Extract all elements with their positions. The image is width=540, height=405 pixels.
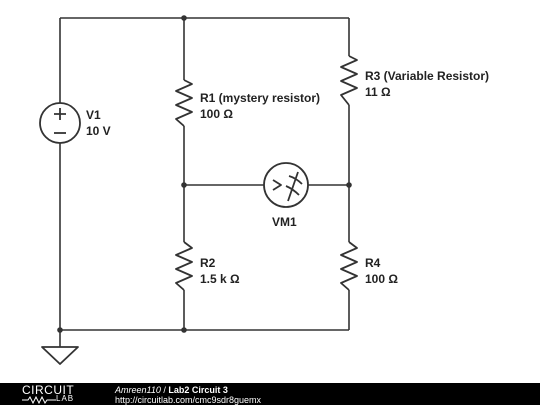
junction-bottom-middle (181, 327, 187, 333)
circuit-title: Lab2 Circuit 3 (168, 385, 228, 395)
r2-value-label: 1.5 k Ω (200, 272, 240, 286)
v1-name-label: V1 (86, 108, 101, 122)
r4-value-label: 100 Ω (365, 272, 398, 286)
r1-value-label: 100 Ω (200, 107, 233, 121)
resistor-r2[interactable]: R2 1.5 k Ω (175, 241, 240, 291)
vm1-name-label: VM1 (272, 215, 297, 229)
logo-wordmark-bottom: LAB (56, 394, 75, 403)
r1-name-label: R1 (mystery resistor) (200, 91, 320, 105)
voltage-source-v1[interactable]: V1 10 V (39, 102, 111, 144)
resistor-r3-zigzag (340, 55, 358, 106)
wires (59, 17, 350, 347)
voltmeter-arrow-icon (272, 179, 282, 191)
junction-middle-left (181, 182, 187, 188)
junctions (57, 15, 352, 333)
r3-value-label: 11 Ω (365, 85, 391, 99)
r2-name-label: R2 (200, 256, 216, 270)
logo-wordmark-top: CIRCUIT (22, 383, 75, 397)
author-title-line: Amreen110 / Lab2 Circuit 3 (115, 385, 261, 395)
voltmeter-circle (263, 162, 309, 208)
circuit-url[interactable]: http://circuitlab.com/cmc9sdr8guemx (115, 395, 262, 405)
resistor-r4[interactable]: R4 100 Ω (340, 241, 398, 291)
junction-top-middle (181, 15, 187, 21)
circuit-schematic: V1 10 V R1 (mystery resistor) 100 Ω R3 (… (39, 15, 489, 365)
ground-symbol (41, 346, 79, 365)
voltmeter-needle-icon (285, 171, 303, 202)
v1-value-label: 10 V (86, 124, 111, 138)
plus-sign-icon (54, 108, 66, 120)
footer-bar: CIRCUIT LAB Amreen110 / Lab2 Circuit 3 h… (0, 383, 540, 405)
circuitlab-logo[interactable]: CIRCUIT LAB (22, 383, 92, 404)
resistor-r3[interactable]: R3 (Variable Resistor) 11 Ω (340, 55, 489, 106)
junction-bottom-left (57, 327, 63, 333)
logo-resistor-icon (22, 396, 56, 404)
voltmeter-vm1[interactable]: VM1 (263, 162, 309, 229)
resistor-r2-zigzag (175, 241, 193, 291)
circuit-info: Amreen110 / Lab2 Circuit 3 http://circui… (115, 385, 261, 405)
ground-icon (41, 346, 79, 365)
r3-name-label: R3 (Variable Resistor) (365, 69, 489, 83)
resistor-r1[interactable]: R1 (mystery resistor) 100 Ω (175, 79, 320, 127)
resistor-r1-zigzag (175, 79, 193, 127)
resistor-r4-zigzag (340, 241, 358, 291)
author-link[interactable]: Amreen110 (115, 385, 161, 395)
voltage-source-circle (39, 102, 81, 144)
breadcrumb-separator: / (160, 385, 169, 395)
r4-name-label: R4 (365, 256, 381, 270)
junction-middle-right (346, 182, 352, 188)
